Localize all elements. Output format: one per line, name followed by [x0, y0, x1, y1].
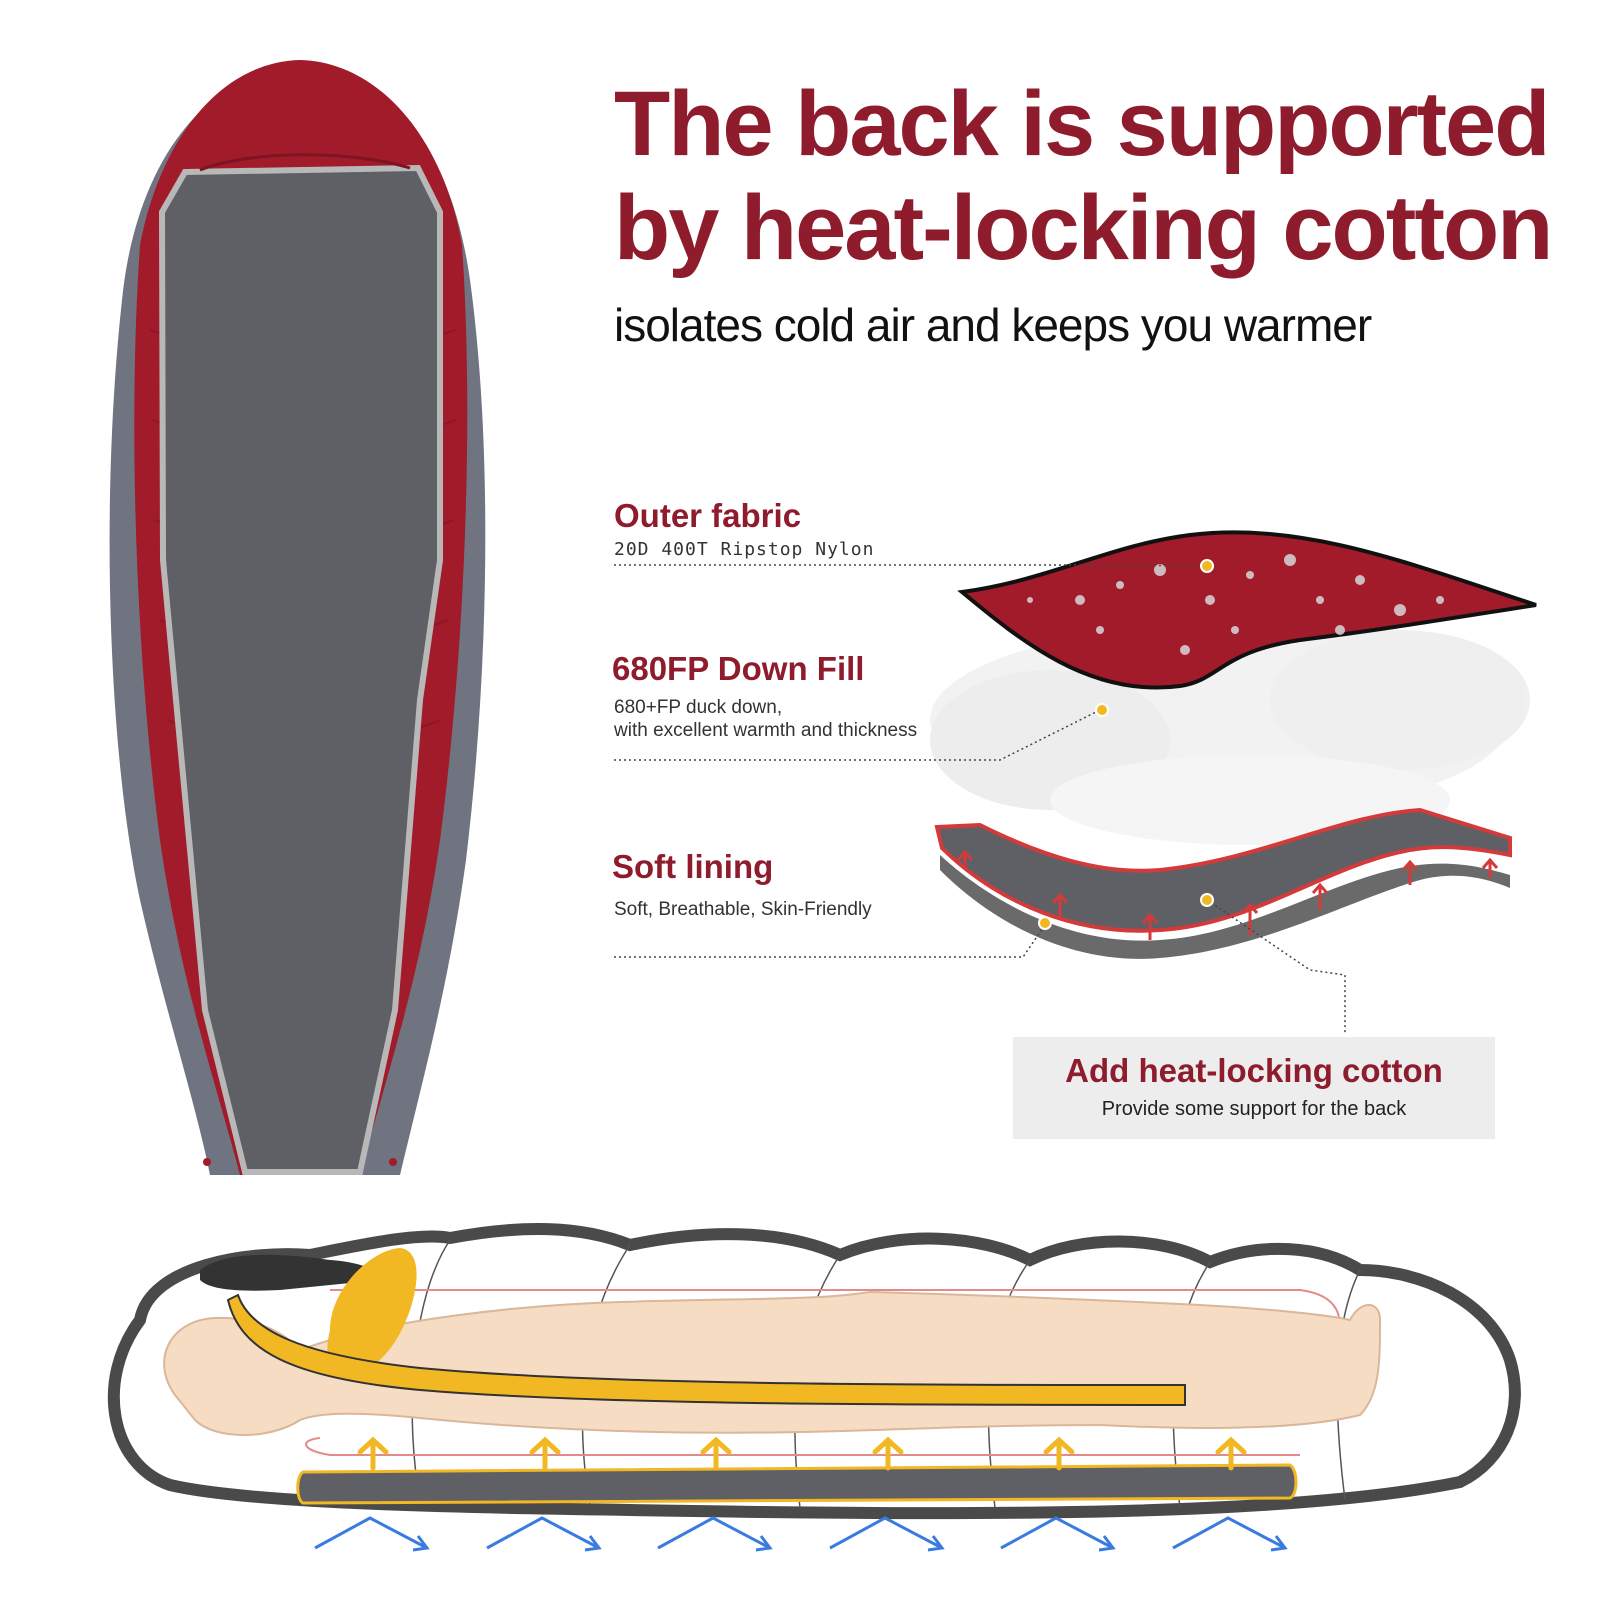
layer-title-soft-lining: Soft lining [612, 848, 774, 885]
layer-desc-down-fill-1: 680+FP duck down, [614, 697, 783, 718]
bag-felt-panel [158, 164, 443, 1175]
layer-desc-down-fill-2: with excellent warmth and thickness [614, 720, 918, 741]
layer-title-down-fill: 680FP Down Fill [612, 650, 865, 687]
callout-desc: Provide some support for the back [1101, 1098, 1407, 1120]
layer-title-outer-fabric: Outer fabric [614, 497, 802, 534]
layer-desc-outer-fabric: 20D 400T Ripstop Nylon [614, 539, 875, 560]
subtitle: isolates cold air and keeps you warmer [614, 299, 1372, 351]
callout-title: Add heat-locking cotton [1065, 1052, 1443, 1089]
layer-desc-soft-lining: Soft, Breathable, Skin-Friendly [614, 899, 872, 920]
headline-line-2: by heat-locking cotton [614, 177, 1553, 279]
headline: The back is supported by heat-locking co… [614, 72, 1594, 280]
headline-line-1: The back is supported [614, 73, 1550, 175]
callout-box: Add heat-locking cotton Provide some sup… [1013, 1037, 1495, 1139]
